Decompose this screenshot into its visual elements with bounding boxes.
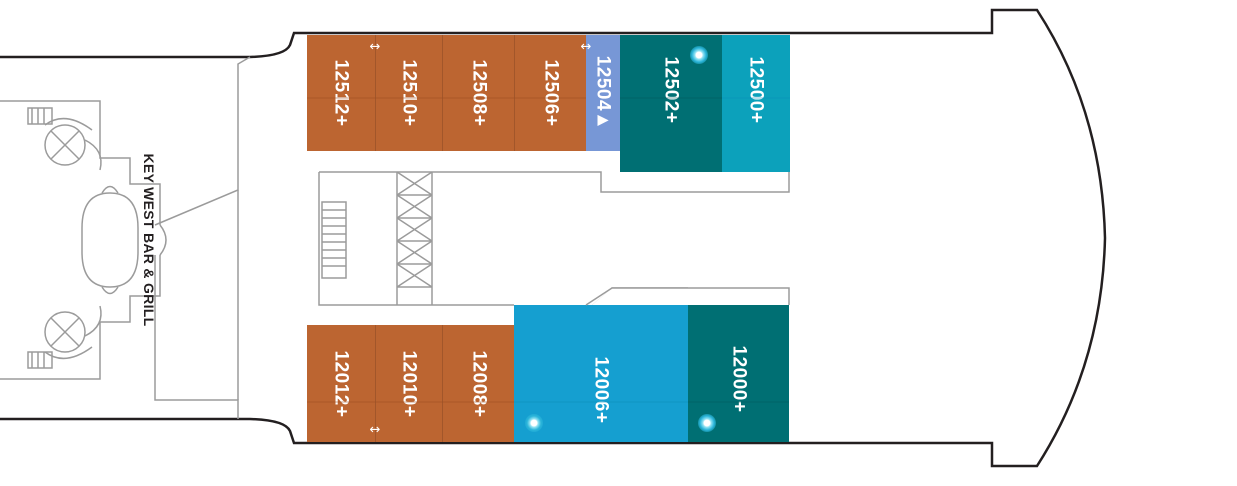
cabin-12508[interactable]: 12508+ xyxy=(442,35,514,151)
cabin-12008[interactable]: 12008+ xyxy=(442,325,514,442)
cabin-12506[interactable]: 12506+ xyxy=(514,35,586,151)
cabin-12504[interactable]: 12504▲ xyxy=(586,35,620,151)
spa-icon xyxy=(698,414,716,432)
hull-outline xyxy=(0,8,1107,468)
cabin-12006[interactable]: 12006+ xyxy=(514,305,688,442)
cabin-12510[interactable]: 12510+ xyxy=(375,35,442,151)
cabin-12500[interactable]: 12500+ xyxy=(722,35,790,172)
connecting-icon: ↔ xyxy=(369,422,381,438)
cabin-12012[interactable]: 12012+ xyxy=(307,325,375,442)
spa-icon xyxy=(690,46,708,64)
connecting-icon: ↔ xyxy=(369,39,381,55)
venue-label: KEY WEST BAR & GRILL xyxy=(141,153,157,327)
spa-icon xyxy=(525,414,543,432)
connecting-icon: ↔ xyxy=(580,39,592,55)
cabin-12512[interactable]: 12512+ xyxy=(307,35,375,151)
cabin-12010[interactable]: 12010+ xyxy=(375,325,442,442)
